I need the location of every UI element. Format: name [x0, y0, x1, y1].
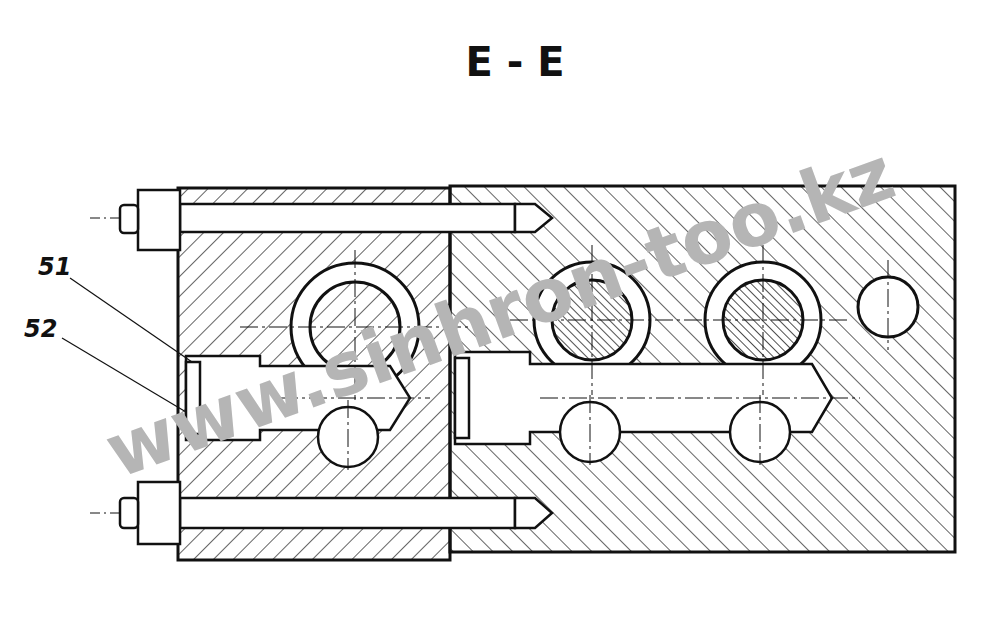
- callout-number: 52: [24, 315, 57, 343]
- callout-number: 51: [38, 253, 71, 281]
- section-title: E - E: [465, 39, 564, 85]
